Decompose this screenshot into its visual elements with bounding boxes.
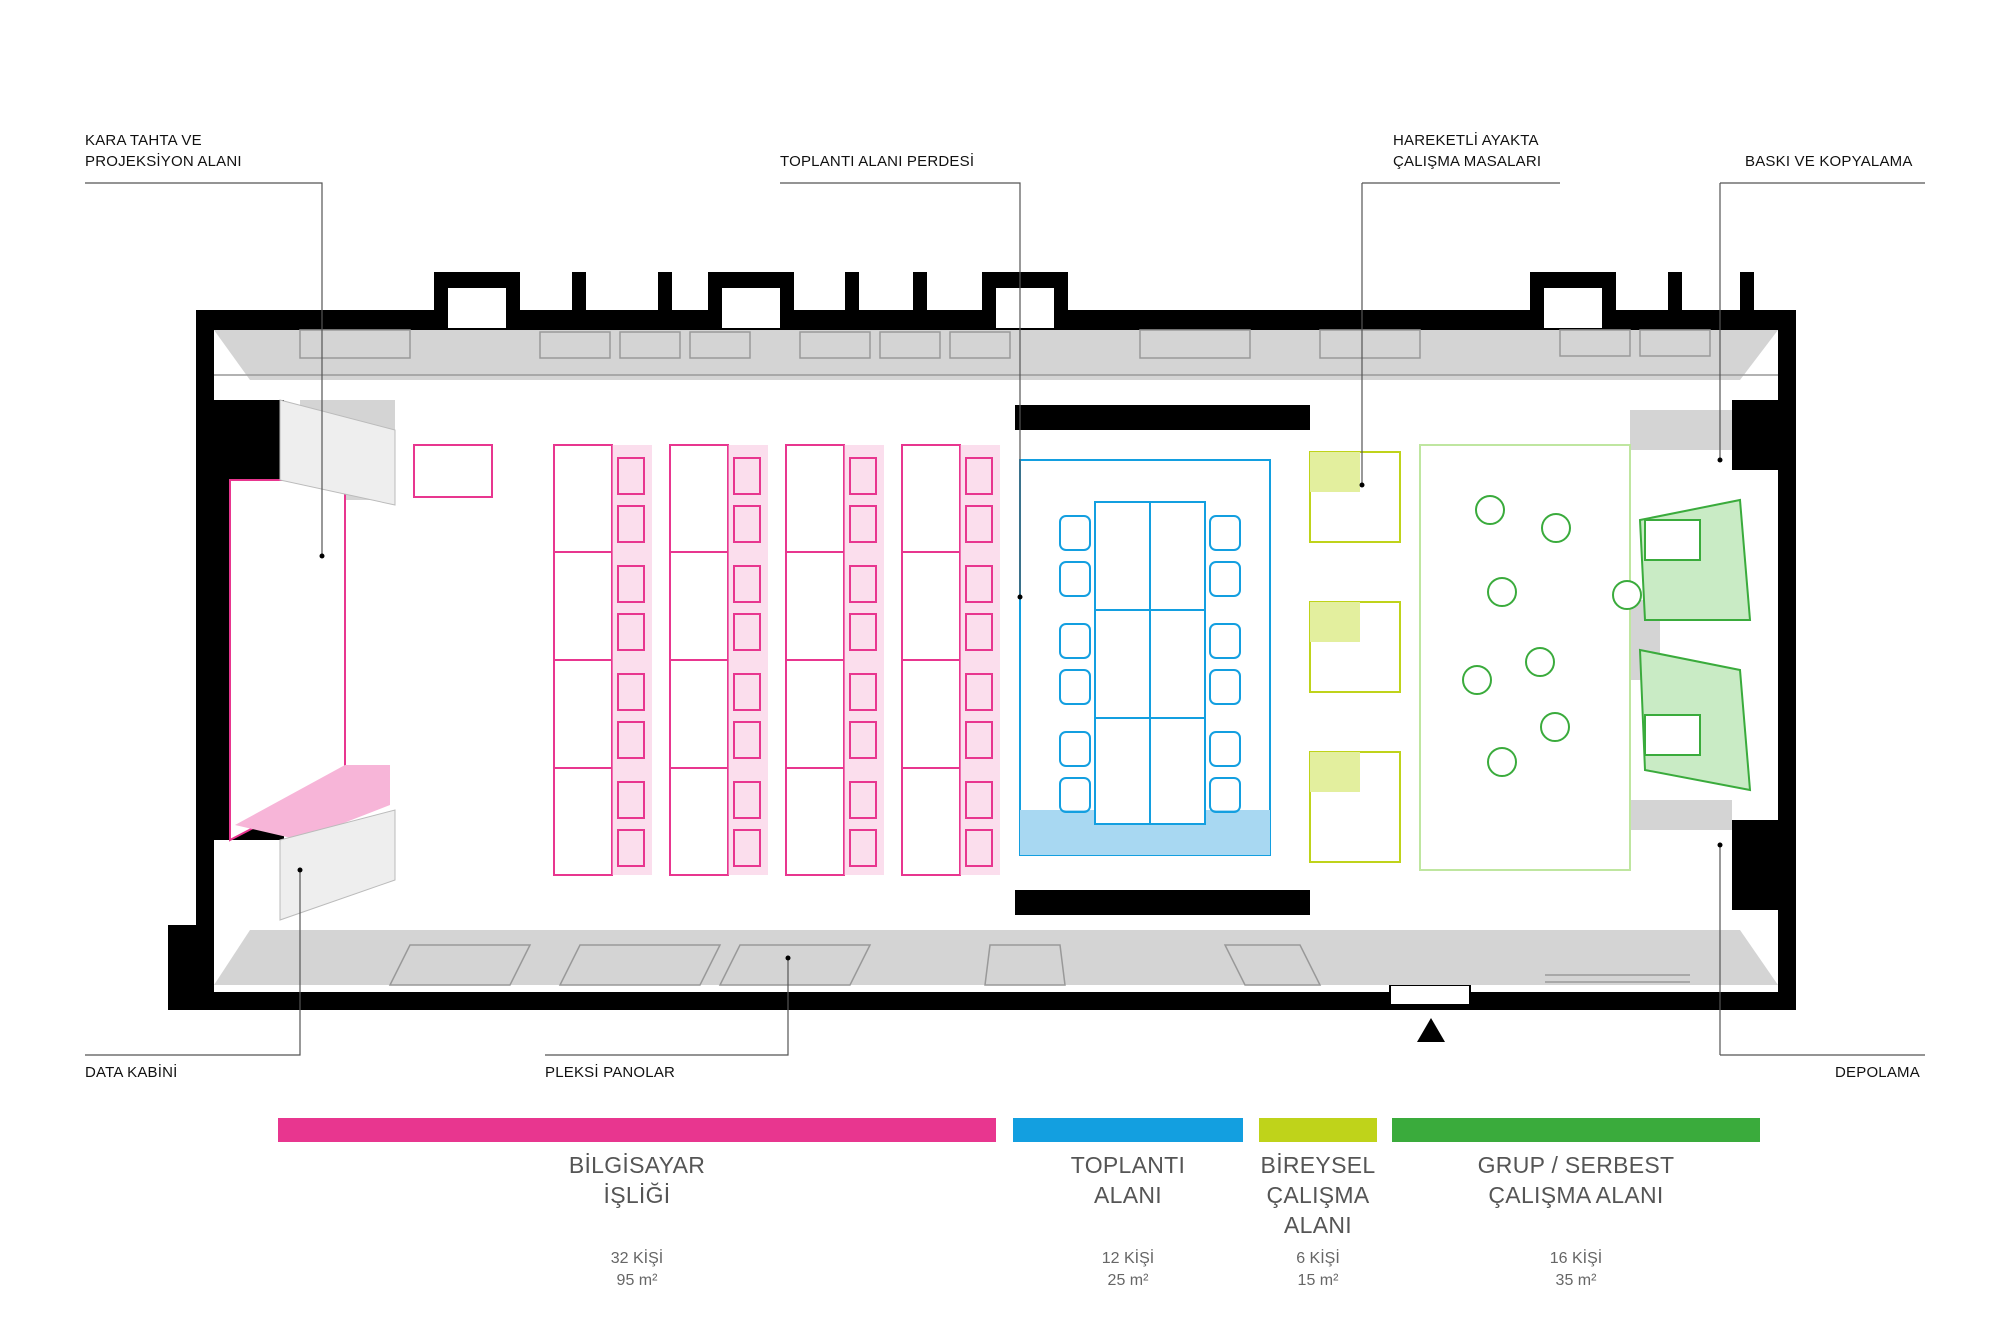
computer-workshop <box>553 444 1000 876</box>
zone-people-computer: 32 KİŞİ <box>610 1250 664 1267</box>
zone-title-group: GRUP / SERBEST ÇALIŞMA ALANI <box>1477 1152 1675 1208</box>
entrance-arrow-icon <box>1417 1018 1445 1042</box>
zone-people-meeting: 12 KİŞİ <box>1101 1250 1155 1267</box>
callout-standing-desks: HAREKETLİ AYAKTA ÇALIŞMA MASALARI <box>1393 132 1542 170</box>
callout-storage: DEPOLAMA <box>1835 1064 1920 1081</box>
callout-dots <box>297 457 1723 961</box>
individual-desks <box>1309 451 1401 863</box>
plexi-boards <box>388 944 1690 986</box>
callout-print: BASKI VE KOPYALAMA <box>1745 153 1913 170</box>
blackboard-area <box>229 399 493 921</box>
zone-title-meeting: TOPLANTI ALANI <box>1070 1152 1186 1208</box>
zone-bar-individual <box>1259 1118 1377 1142</box>
zone-title-computer: BİLGİSAYAR İŞLİĞİ <box>568 1152 706 1208</box>
zone-bar-group <box>1392 1118 1760 1142</box>
zone-area-individual: 15 m² <box>1297 1272 1339 1289</box>
zone-people-individual: 6 KİŞİ <box>1296 1250 1340 1267</box>
zone-bar-meeting <box>1013 1118 1243 1142</box>
meeting-area <box>1015 405 1310 915</box>
callout-blackboard: KARA TAHTA VE PROJEKSİYON ALANI <box>85 132 242 170</box>
callout-curtain: TOPLANTI ALANI PERDESİ <box>780 153 975 170</box>
zone-bar-computer <box>278 1118 996 1142</box>
callout-data-cabinet: DATA KABİNİ <box>85 1064 178 1081</box>
zone-area-group: 35 m² <box>1555 1272 1597 1289</box>
zone-area-meeting: 25 m² <box>1107 1272 1149 1289</box>
callout-leaders <box>85 182 1925 1056</box>
callout-plexi: PLEKSİ PANOLAR <box>545 1064 676 1081</box>
window-row <box>214 329 1778 376</box>
zone-title-individual: BİREYSEL ÇALIŞMA ALANI <box>1260 1152 1376 1238</box>
zone-people-group: 16 KİŞİ <box>1549 1250 1603 1267</box>
group-area <box>1419 444 1752 871</box>
zone-area-computer: 95 m² <box>616 1272 658 1289</box>
